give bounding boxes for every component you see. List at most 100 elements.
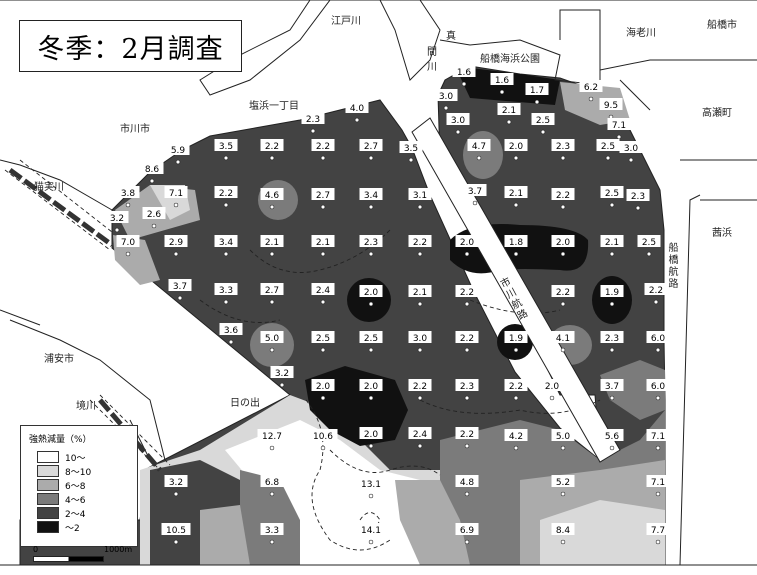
station-point [628,157,634,163]
station-label-bg [504,186,528,198]
station-value: 3.3 [219,286,233,296]
station-label-bg [490,73,514,85]
legend-swatch [37,493,59,505]
station-marker: 2.2 [644,283,668,305]
station-label-bg [408,285,432,297]
station-marker: 3.6 [219,323,243,345]
station-marker: 2.2 [551,188,575,210]
station-marker: 2.2 [408,379,432,401]
station-point [125,202,131,208]
station-point [354,117,360,123]
station-label-bg [455,523,479,535]
station-point [149,178,155,184]
station-marker: 3.5 [399,141,423,163]
label-funabashi-channel: 船橋航路 [666,242,677,290]
station-value: 14.1 [361,526,381,536]
station-point [320,445,326,451]
station-value: 2.2 [265,142,279,152]
station-point [655,347,661,353]
station-value: 3.0 [624,144,639,154]
station-value: 3.2 [275,369,289,379]
station-point [635,205,641,211]
station-marker: 3.7 [600,379,624,401]
station-point [223,155,229,161]
station-point [655,445,661,451]
station-point [175,159,181,165]
station-value: 4.2 [509,432,523,442]
station-marker: 3.0 [408,331,432,353]
station-value: 2.0 [364,430,379,440]
station-value: 2.7 [265,286,279,296]
station-value: 2.2 [460,334,474,344]
station-label-bg [260,139,284,151]
station-point [368,301,374,307]
station-point [605,155,611,161]
station-point [560,347,566,353]
station-label-bg [600,235,624,247]
station-marker: 3.4 [214,235,238,257]
station-marker: 2.2 [408,235,432,257]
station-marker: 2.0 [359,427,383,449]
station-marker: 6.0 [646,331,670,353]
station-value: 2.3 [605,334,619,344]
station-value: 3.2 [169,478,183,488]
station-point [223,299,229,305]
station-marker: 2.2 [504,379,528,401]
station-marker: 2.0 [540,379,564,401]
station-point [320,347,326,353]
legend-row: 2～4 [37,506,91,520]
station-marker: 2.1 [600,235,624,257]
station-label-bg [551,475,575,487]
station-marker: 2.5 [596,139,620,161]
station-label-bg [600,379,624,391]
station-marker: 2.1 [311,235,335,257]
station-marker: 14.1 [356,523,386,545]
station-label-bg [260,331,284,343]
station-point [320,395,326,401]
station-marker: 2.3 [301,112,325,134]
station-value: 2.1 [265,238,279,248]
station-label-bg [525,83,549,95]
station-label-bg [467,139,491,151]
station-marker: 3.2 [164,475,188,497]
station-point [173,251,179,257]
station-point [461,81,467,87]
station-value: 2.5 [536,116,550,126]
station-value: 3.4 [364,191,379,201]
station-label-bg [311,379,335,391]
station-point [560,445,566,451]
station-value: 2.0 [460,238,475,248]
station-marker: 2.0 [311,379,335,401]
station-marker: 4.6 [260,188,284,210]
station-marker: 2.2 [260,139,284,161]
station-marker: 6.2 [579,80,603,102]
station-marker: 3.8 [116,186,140,208]
station-value: 3.8 [121,189,136,199]
legend-swatch [37,465,59,477]
station-point [560,251,566,257]
station-value: 2.7 [316,191,330,201]
station-value: 2.3 [460,382,474,392]
station-marker: 2.3 [600,331,624,353]
station-marker: 10.5 [161,523,191,545]
station-label-bg [359,188,383,200]
station-point [320,251,326,257]
station-point [417,347,423,353]
page-title: 冬季：2月調査 [19,20,242,72]
station-point [560,155,566,161]
label-mama-3: 川 [427,62,437,73]
station-label-bg [356,523,386,535]
station-marker: 2.5 [531,113,555,135]
station-point [368,395,374,401]
station-point [464,539,470,545]
station-marker: 2.2 [214,186,238,208]
station-marker: 2.2 [551,285,575,307]
legend-row: 6～8 [37,478,91,492]
station-label-bg [463,184,487,196]
station-label-bg [214,283,238,295]
station-label-bg [455,379,479,391]
station-label-bg [116,186,140,198]
station-marker: 4.1 [551,331,575,353]
station-marker: 7.7 [646,523,670,545]
